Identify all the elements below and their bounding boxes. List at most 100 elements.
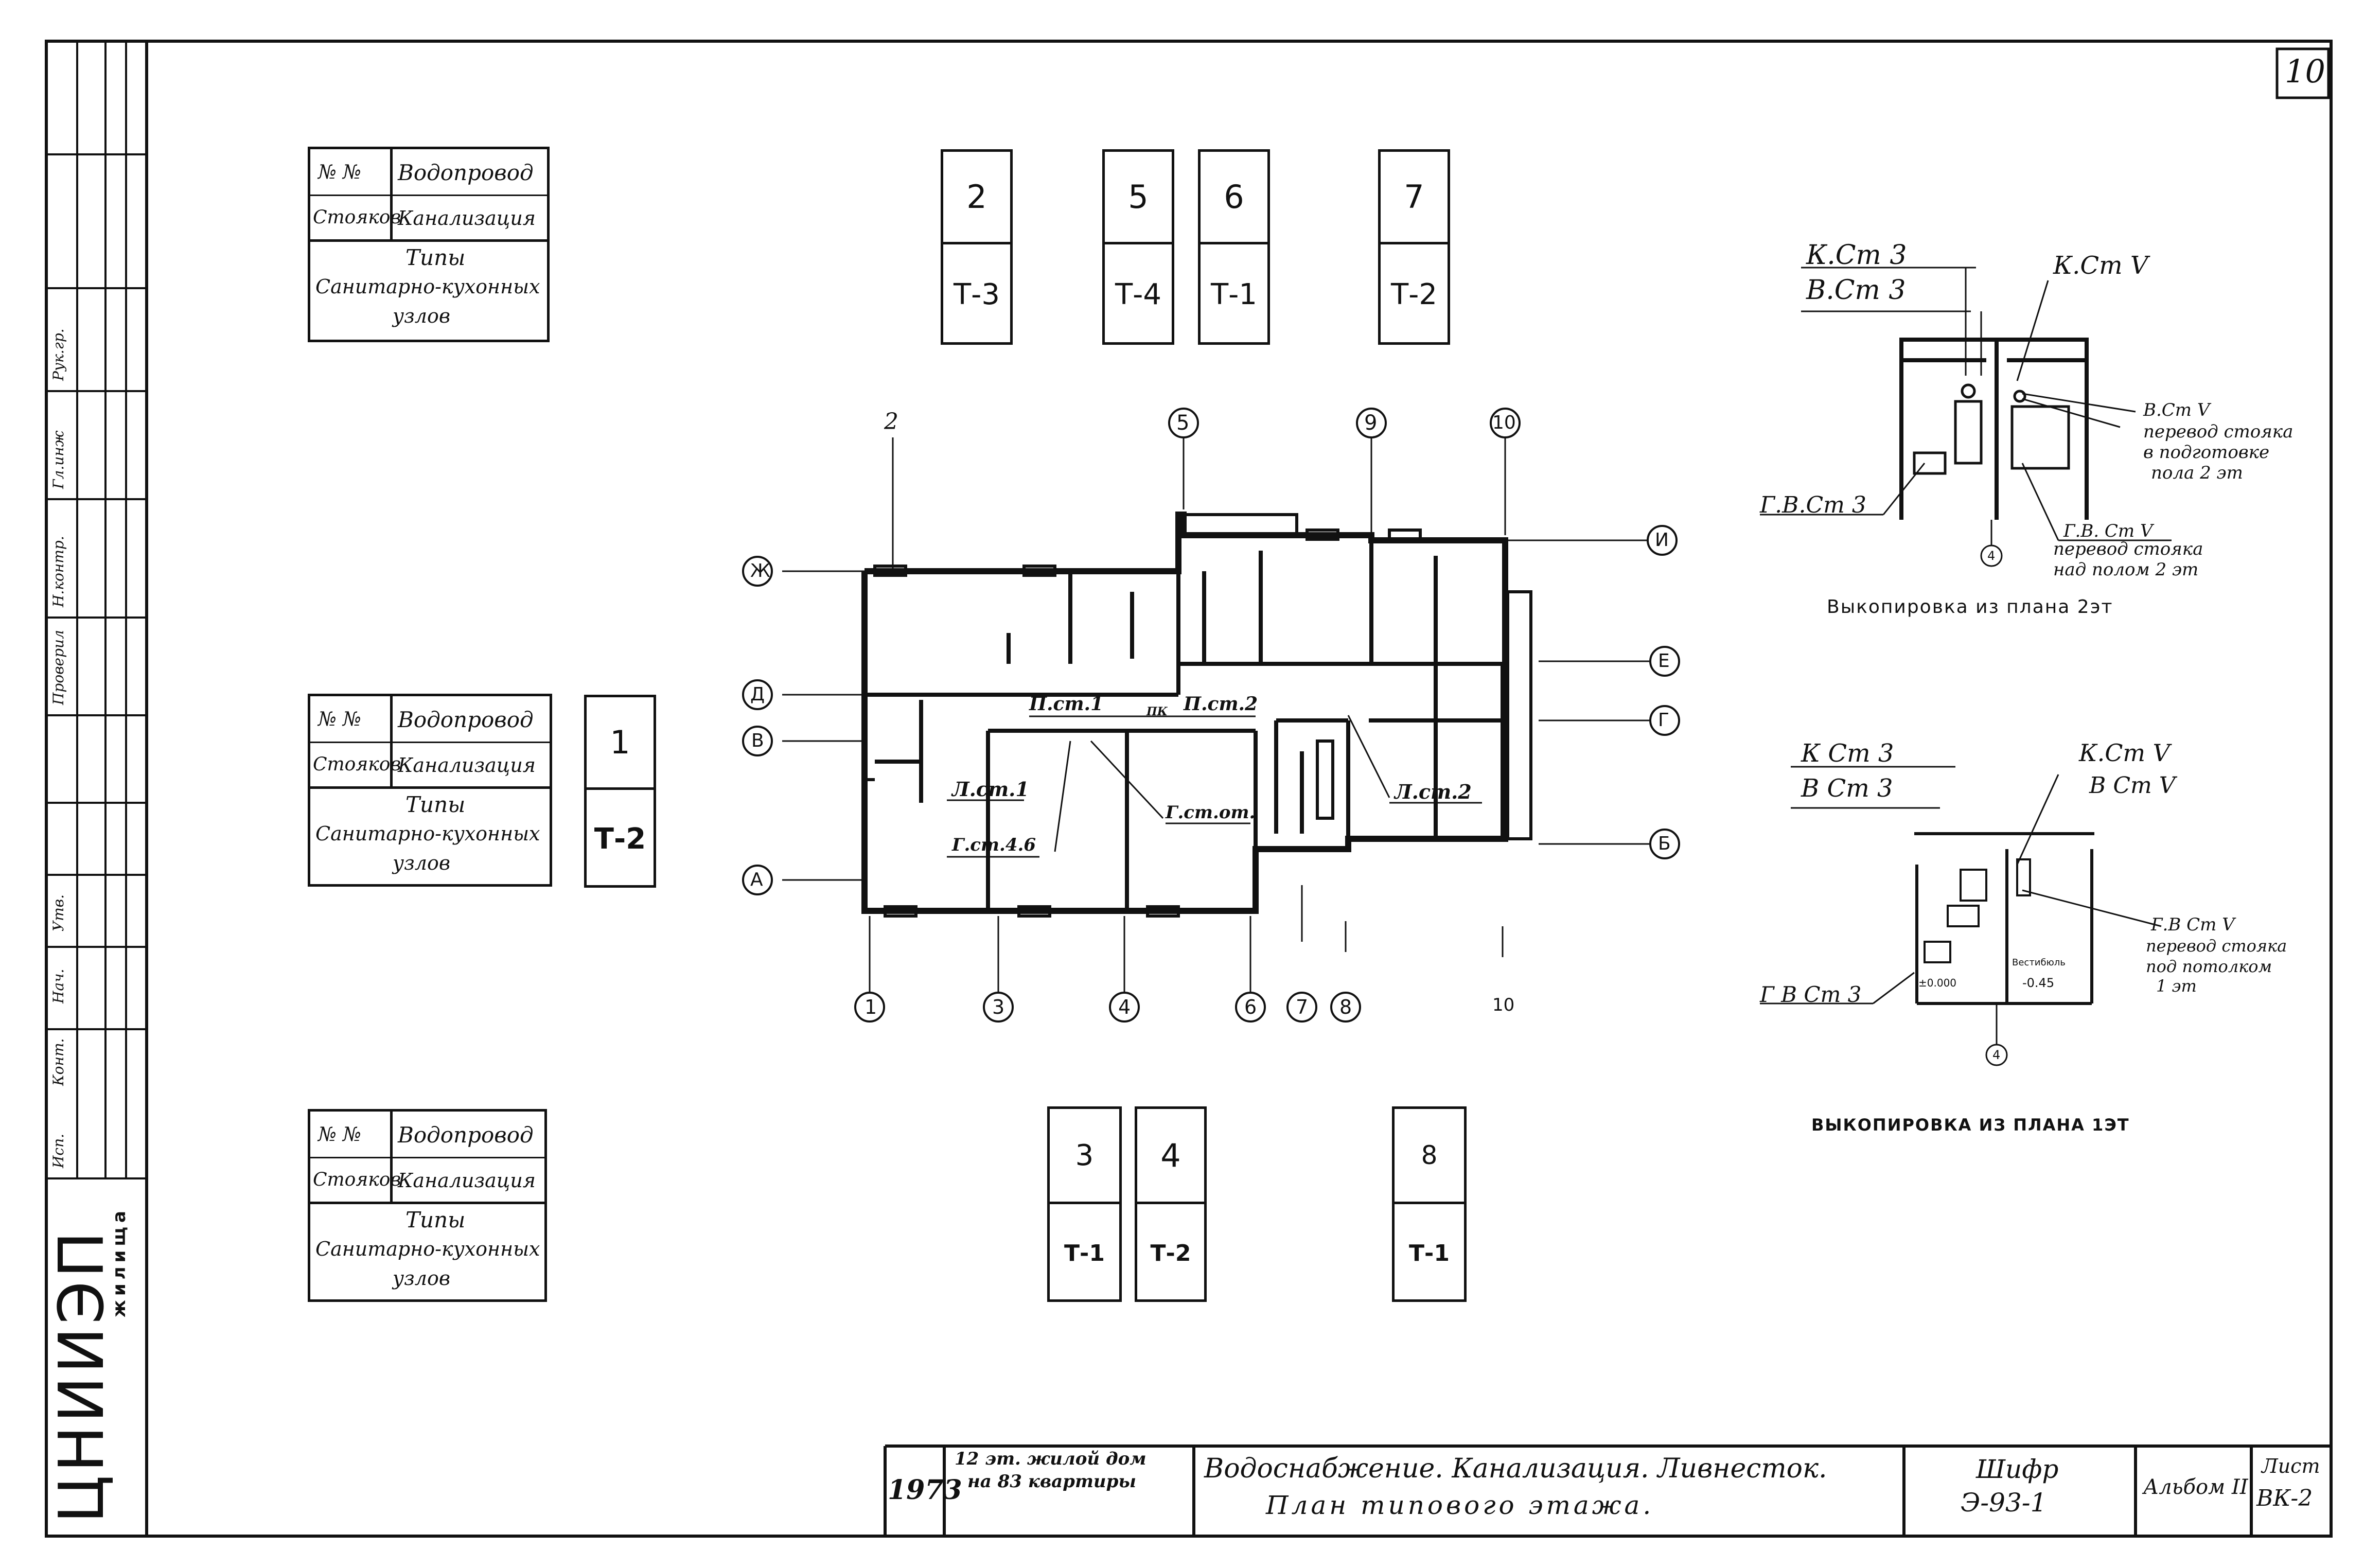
axis-label-right: Г	[1658, 710, 1669, 731]
axis-label-top: 5	[1176, 411, 1190, 435]
plan-label-lst1: Л.ст.1	[952, 778, 1029, 801]
inset2-note5: над полом 2 эт	[2053, 559, 2199, 580]
legend-types-line3: узлов	[393, 852, 450, 874]
riser-number: 3	[1075, 1138, 1094, 1172]
axis-label-left: Ж	[750, 560, 770, 582]
inset1-note1: перевод стояка	[2146, 936, 2287, 956]
axis-label-bottom: 7	[1296, 996, 1309, 1018]
riser-number: 4	[1160, 1136, 1181, 1174]
riser-box: 4 Т-2	[1135, 1106, 1207, 1302]
legend-types-title: Типы	[405, 245, 466, 270]
inset2-v-label: В.Ст 3	[1806, 275, 1906, 306]
axis-label-left: В	[751, 730, 764, 751]
riser-type: Т-4	[1115, 278, 1162, 311]
inset1-gv-left: Г В Ст 3	[1760, 982, 1862, 1007]
inset1-bv-label: В Ст V	[2089, 772, 2176, 799]
inset1-v-label: В Ст 3	[1801, 774, 1893, 803]
legend-types-title: Типы	[405, 1207, 466, 1232]
title-year: 1973	[888, 1474, 962, 1506]
legend-types-line2: Санитарно-кухонных	[315, 1238, 540, 1260]
inset1-kv-label: К.Ст V	[2079, 739, 2170, 767]
axis-label-bottom: 3	[992, 996, 1005, 1018]
plan-label-pk: ПК	[1146, 705, 1168, 718]
riser-number: 2	[966, 178, 987, 216]
plan-label-pst2: П.ст.2	[1184, 693, 1258, 715]
legend-water: Водопровод	[398, 160, 534, 185]
axis-label-bottom: 8	[1339, 996, 1352, 1018]
inset2-note1: перевод стояка	[2143, 421, 2294, 442]
legend-col1-top: № №	[318, 161, 361, 183]
inset2-caption: Выкопировка из плана 2эт	[1827, 596, 2113, 618]
inset1-axis: 4	[1992, 1048, 2001, 1062]
title-line1: Водоснабжение. Канализация. Ливнесток.	[1204, 1453, 1827, 1484]
inset2-note4: перевод стояка	[2053, 539, 2203, 559]
riser-number: 7	[1404, 178, 1424, 216]
legend-col1-bottom: Стояков	[313, 1169, 401, 1190]
legend-table-middle: № № Стояков Водопровод Канализация Типы …	[308, 694, 552, 887]
inset2-gv-right: Г.В. Ст V	[2063, 521, 2153, 541]
title-object-line1: 12 эт. жилой дом	[955, 1449, 1146, 1469]
legend-types-line3: узлов	[393, 305, 450, 327]
riser-type: Т-3	[953, 278, 1000, 311]
riser-number: 5	[1128, 178, 1149, 216]
title-sheet: ВК-2	[2256, 1485, 2313, 1511]
riser-box: 5 Т-4	[1102, 149, 1174, 345]
riser-number: 6	[1224, 178, 1244, 216]
riser-type: Т-1	[1409, 1240, 1450, 1266]
legend-col1-top: № №	[318, 708, 361, 730]
title-object-line2: на 83 квартиры	[967, 1471, 1137, 1492]
riser-box: 1 Т-2	[584, 695, 656, 888]
legend-table-top: № № Стояков Водопровод Канализация Типы …	[308, 147, 550, 342]
inset2-note2: в подготовке	[2143, 442, 2270, 463]
inset1-gv-right: Г.В Ст V	[2151, 914, 2235, 935]
riser-box: 7 Т-2	[1378, 149, 1450, 345]
title-code: Э-93-1	[1961, 1488, 2047, 1518]
riser-box: 6 Т-1	[1198, 149, 1270, 345]
inset1-vest: Вестибюль	[2012, 957, 2066, 968]
riser-type: Т-1	[1064, 1240, 1105, 1266]
axis-label-right: И	[1655, 530, 1669, 551]
riser-box: 8 Т-1	[1392, 1106, 1467, 1302]
legend-col1-bottom: Стояков	[313, 754, 401, 775]
legend-types-line3: узлов	[393, 1267, 450, 1290]
legend-water: Водопровод	[398, 707, 534, 732]
axis-label-top: 2	[884, 409, 898, 435]
inset1-caption: ВЫКОПИРОВКА ИЗ ПЛАНА 1ЭТ	[1811, 1115, 2130, 1135]
axis-label-right: Е	[1658, 650, 1670, 672]
inset2-k-label: К.Ст 3	[1806, 240, 1907, 271]
legend-col1-top: № №	[318, 1123, 361, 1146]
legend-sewer: Канализация	[398, 1169, 536, 1192]
plan-label-gst-right: Г.ст.от.	[1166, 802, 1256, 823]
inset1-lvl0: ±0.000	[1918, 977, 1957, 989]
riser-type: Т-2	[1150, 1240, 1191, 1266]
axis-label-top: 10	[1492, 412, 1516, 433]
axis-label-bottom: 1	[865, 996, 877, 1018]
legend-types-line2: Санитарно-кухонных	[315, 275, 540, 298]
inset1-note2: под потолком	[2146, 957, 2272, 976]
legend-table-bottom: № № Стояков Водопровод Канализация Типы …	[308, 1109, 547, 1302]
riser-box: 2 Т-3	[941, 149, 1013, 345]
title-code-label: Шифр	[1976, 1454, 2059, 1484]
riser-box: 3 Т-1	[1047, 1106, 1122, 1302]
axis-label-bottom: 6	[1244, 996, 1257, 1018]
plan-label-lst2: Л.ст.2	[1395, 780, 1472, 803]
plan-label-gst: Г.ст.4.6	[952, 835, 1036, 855]
axis-label-bottom: 10	[1492, 995, 1515, 1015]
inset2-gv-left: Г.В.Ст 3	[1760, 492, 1866, 518]
plan-label-pst1: П.ст.1	[1029, 693, 1104, 715]
riser-number: 1	[610, 724, 630, 761]
axis-label-left: Д	[750, 684, 765, 705]
riser-type: Т-2	[594, 822, 646, 856]
riser-number: 8	[1421, 1140, 1438, 1170]
axis-label-top: 9	[1364, 411, 1378, 435]
title-sheet-label: Лист	[2262, 1455, 2320, 1477]
riser-type: Т-2	[1390, 278, 1438, 311]
legend-sewer: Канализация	[398, 754, 536, 777]
inset1-lvl1: -0.45	[2022, 976, 2055, 990]
inset2-note3: пола 2 эт	[2151, 463, 2243, 483]
axis-label-left: А	[750, 869, 763, 890]
axis-label-bottom: 4	[1118, 996, 1131, 1018]
